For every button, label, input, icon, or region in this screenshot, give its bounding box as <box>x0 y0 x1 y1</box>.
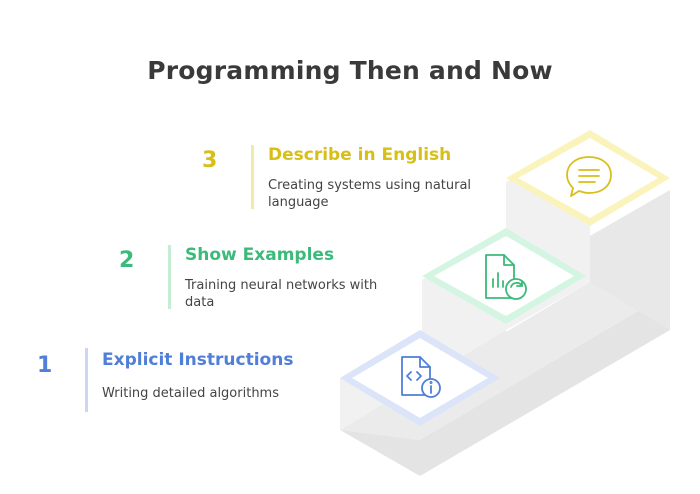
step-1-title: Explicit Instructions <box>102 350 294 370</box>
step-2-number: 2 <box>119 248 135 273</box>
step-2-description: Training neural networks with data <box>185 278 378 310</box>
step-1-description: Writing detailed algorithms <box>102 386 279 401</box>
step-1-number: 1 <box>37 353 53 378</box>
step-2-title: Show Examples <box>185 245 335 265</box>
step-2-tile <box>422 228 586 324</box>
diagram-title: Programming Then and Now <box>147 56 553 85</box>
step-3-tile <box>506 130 670 226</box>
step-3-bar <box>251 145 254 209</box>
speech-bubble-icon <box>566 156 612 197</box>
step-3-number: 3 <box>202 148 218 173</box>
step-1-bar <box>85 348 88 412</box>
chart-document-refresh-icon <box>485 254 527 300</box>
step-3-title: Describe in English <box>268 145 452 165</box>
code-document-info-icon <box>401 356 441 398</box>
step-2-bar <box>168 245 171 309</box>
step-3-description: Creating systems using natural language <box>268 178 472 210</box>
